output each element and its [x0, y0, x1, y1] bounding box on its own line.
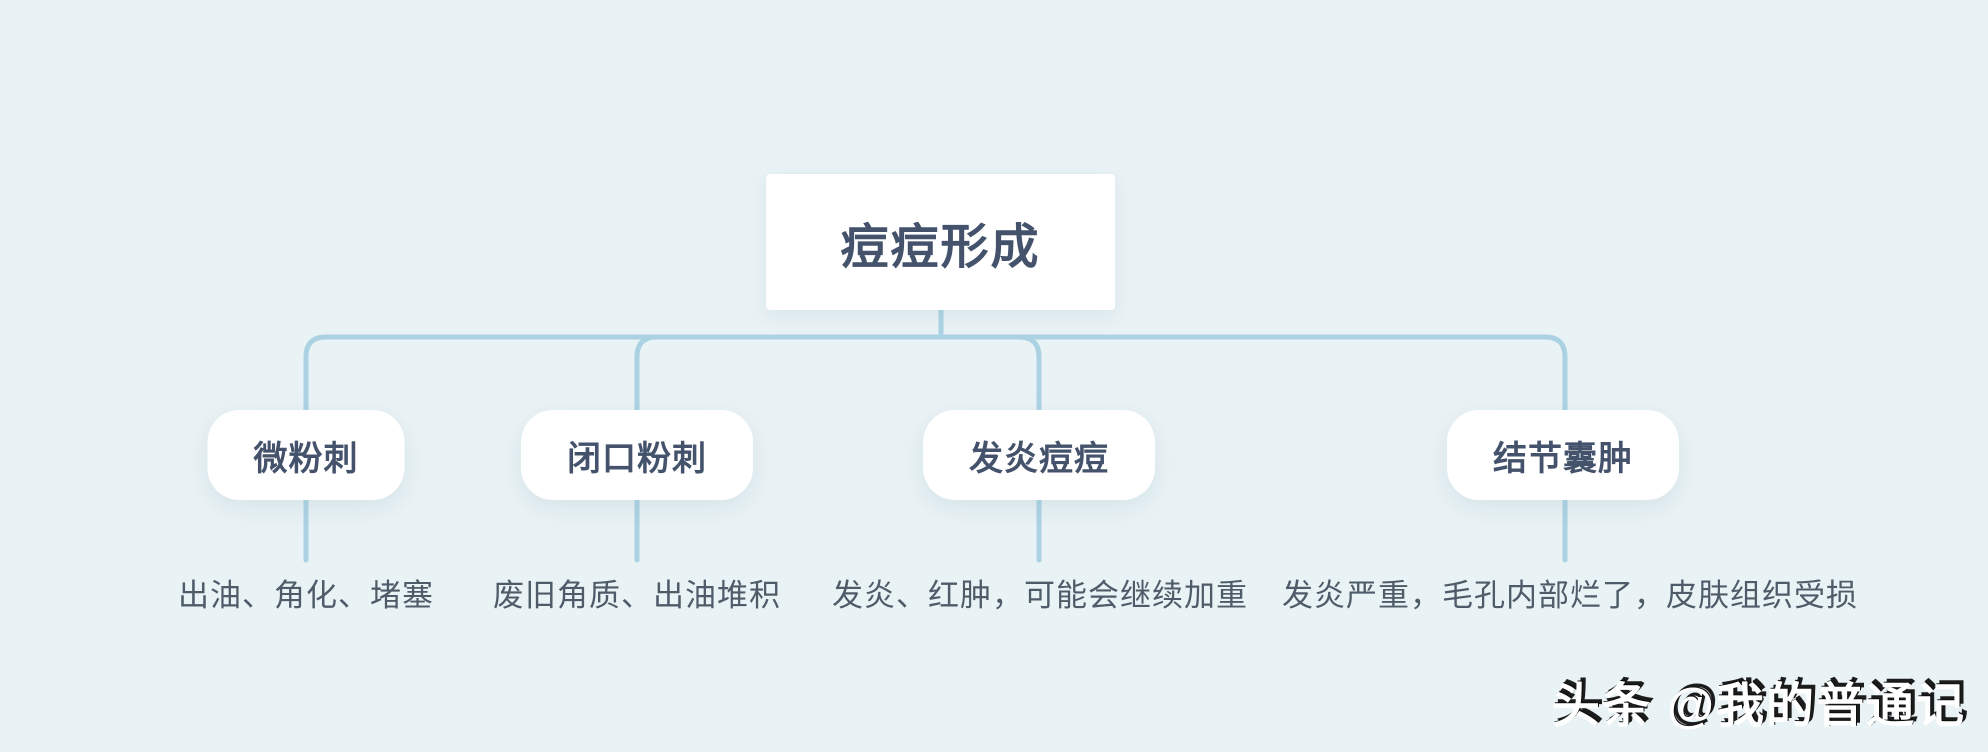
branch-note-2: 废旧角质、出油堆积 [493, 578, 781, 613]
branch-node-3: 发炎痘痘 [923, 410, 1155, 500]
connector-branch-2 [634, 307, 944, 563]
branch-note-3: 发炎、红肿，可能会继续加重 [832, 578, 1248, 613]
branch-node-label: 闭口粉刺 [567, 439, 707, 478]
branch-node-2: 闭口粉刺 [521, 410, 753, 500]
branch-node-label: 微粉刺 [253, 439, 359, 478]
branch-note-4: 发炎严重，毛孔内部烂了，皮肤组织受损 [1282, 578, 1858, 613]
branch-node-label: 发炎痘痘 [969, 439, 1109, 478]
branch-node-label: 结节囊肿 [1493, 439, 1633, 478]
branch-node-4: 结节囊肿 [1447, 410, 1679, 500]
branch-node-1: 微粉刺 [207, 410, 405, 500]
root-node: 痘痘形成 [766, 174, 1115, 310]
connector-branch-1 [303, 307, 944, 563]
branch-note-1: 出油、角化、堵塞 [178, 578, 434, 613]
connector-branch-4 [938, 307, 1568, 563]
watermark: 头条 @我的普通记 [1551, 680, 1966, 733]
root-node-label: 痘痘形成 [840, 221, 1041, 274]
